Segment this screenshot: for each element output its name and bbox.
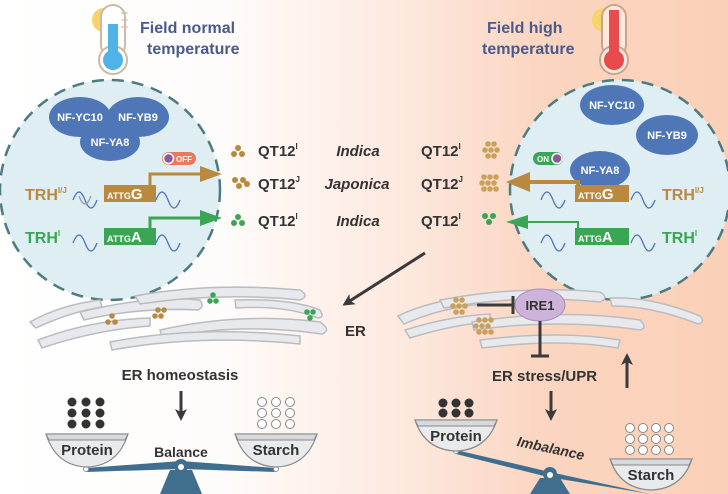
imbalance-label: Imbalance — [516, 433, 587, 463]
left-gene1-name: TRHI/J — [25, 186, 67, 204]
protein-aggregate-icon — [473, 317, 494, 335]
right-starch-label: Starch — [628, 467, 675, 484]
right-green-transcription-arrow — [525, 221, 579, 228]
nf-yb9-label: NF-YB9 — [118, 112, 158, 124]
dna-helix-icon — [540, 191, 656, 209]
to-er-arrow — [342, 251, 426, 306]
balance-scale — [45, 433, 318, 494]
svg-text:ON: ON — [537, 155, 549, 164]
er-normal — [28, 286, 328, 351]
thermometer-normal-icon — [92, 4, 128, 75]
protein-cluster-small-icon — [231, 214, 245, 226]
row1-left-allele: QT12I — [258, 142, 298, 160]
protein-cluster-large-icon — [479, 174, 499, 192]
er-homeostasis-label: ER homeostasis — [122, 367, 239, 384]
switch-on-toggle: ON — [533, 152, 563, 165]
nf-yb9-protein — [636, 115, 698, 155]
right-protein-label: Protein — [430, 428, 482, 445]
left-protein-label: Protein — [61, 442, 113, 459]
left-motif-g — [104, 185, 156, 202]
row3-variety: Indica — [336, 213, 379, 230]
right-motif-a — [575, 228, 629, 245]
left-title-line1: Field normal — [140, 20, 235, 37]
er-stress — [396, 289, 704, 349]
imbalance-scale — [414, 419, 693, 494]
protein-cluster-small-icon — [482, 213, 496, 225]
protein-cluster-icon — [105, 292, 316, 325]
row3-left-allele: QT12I — [258, 212, 298, 230]
right-title-line1: Field high — [487, 20, 563, 37]
left-green-arrowhead — [200, 210, 222, 226]
right-motif-g — [575, 185, 629, 202]
right-title-line2: temperature — [482, 41, 575, 58]
left-motif-a — [104, 228, 156, 245]
switch-off-toggle: OFF — [162, 152, 196, 165]
protein-granules-icon — [67, 397, 105, 429]
balance-label: Balance — [154, 444, 208, 460]
right-motif-a-label: ATTGA — [578, 229, 613, 246]
left-motif-g-label: ATTGG — [107, 186, 143, 203]
left-motif-a-label: ATTGA — [107, 229, 142, 246]
dna-helix-icon — [540, 234, 656, 252]
nf-yc10-protein — [580, 85, 644, 125]
right-gene2-name: TRHI — [662, 229, 697, 247]
row2-variety: Japonica — [324, 176, 389, 193]
dna-helix-icon — [72, 234, 181, 252]
right-tan-arrowhead — [506, 172, 530, 192]
nf-yb9-label: NF-YB9 — [647, 130, 687, 142]
nf-ya8-protein — [570, 151, 630, 189]
nf-ya8-protein — [80, 123, 140, 161]
nf-ya8-label: NF-YA8 — [91, 137, 130, 149]
row2-left-allele: QT12J — [258, 175, 300, 193]
nf-ya8-label: NF-YA8 — [581, 165, 620, 177]
row1-right-allele: QT12I — [421, 142, 461, 160]
left-title-line2: temperature — [147, 41, 240, 58]
row1-variety: Indica — [336, 143, 379, 160]
er-label: ER — [345, 323, 366, 340]
right-tan-transcription-arrow — [525, 180, 580, 185]
left-tan-arrowhead — [200, 166, 222, 182]
left-tan-transcription-arrow — [148, 172, 205, 185]
left-gene2-name: TRHI — [25, 229, 60, 247]
left-starch-label: Starch — [253, 442, 300, 459]
protein-granules-icon — [438, 398, 474, 418]
right-motif-g-label: ATTGG — [578, 186, 614, 203]
ire1-label: IRE1 — [526, 298, 555, 313]
svg-text:OFF: OFF — [176, 155, 192, 164]
left-green-transcription-arrow — [148, 216, 205, 228]
protein-cluster-small-icon — [232, 177, 250, 189]
starch-granules-icon — [625, 423, 674, 455]
row3-right-allele: QT12I — [421, 212, 461, 230]
thermometer-high-icon — [592, 4, 629, 75]
starch-granules-icon — [257, 397, 295, 429]
right-green-arrowhead — [506, 215, 528, 229]
nf-yc10-label: NF-YC10 — [589, 100, 635, 112]
er-stress-label: ER stress/UPR — [492, 368, 597, 385]
nf-yc10-label: NF-YC10 — [57, 112, 103, 124]
protein-cluster-large-icon — [482, 141, 500, 159]
right-gene1-name: TRHI/J — [662, 186, 704, 204]
row2-right-allele: QT12J — [421, 175, 463, 193]
protein-aggregate-icon — [450, 297, 468, 315]
dna-helix-icon — [72, 191, 181, 209]
protein-cluster-small-icon — [231, 145, 245, 157]
allele-comparison-rows: QT12I Indica QT12I QT12J Japonica QT12J … — [231, 141, 500, 230]
